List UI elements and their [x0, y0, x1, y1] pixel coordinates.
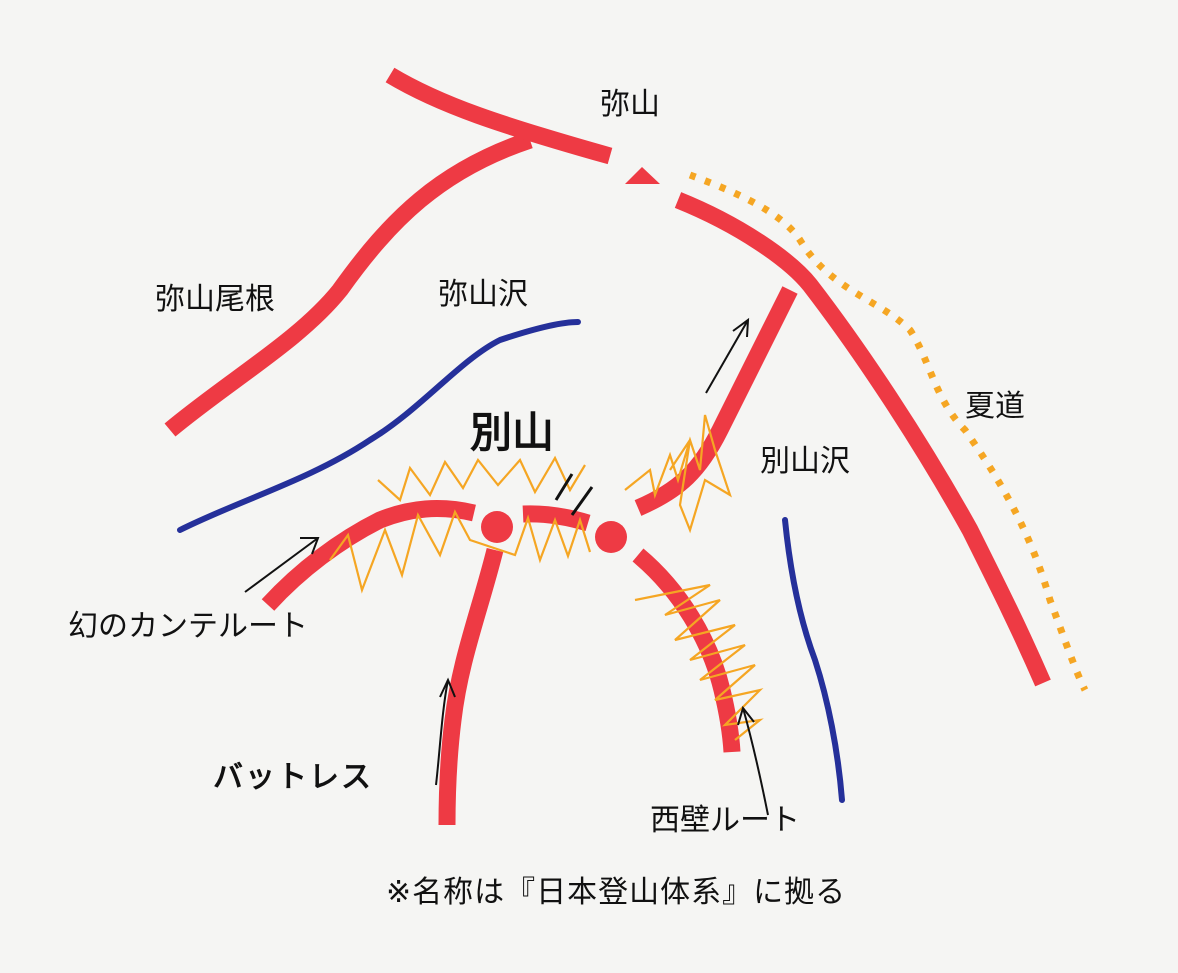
rock-hatching-ridge-top	[377, 455, 586, 502]
arrow-buttress	[435, 677, 456, 786]
misen-ridge-route	[164, 131, 533, 437]
label-misen: 弥山	[600, 87, 660, 122]
arrow-bessan-valley	[705, 317, 750, 394]
bessan-valley-stream	[782, 517, 845, 803]
bessan-valley-route	[634, 286, 798, 516]
main-ridge-route	[674, 192, 1051, 687]
source-note: ※名称は『日本登山体系』に拠る	[386, 875, 847, 910]
arrow-west-wall	[737, 705, 769, 816]
label-phantom-route: 幻のカンテルート	[68, 609, 308, 644]
misen-summit-marker	[625, 167, 660, 184]
bessan-peak-dot-1	[481, 511, 513, 543]
label-bessan-valley: 別山沢	[760, 444, 850, 479]
label-west-wall-route: 西壁ルート	[650, 803, 800, 838]
kante-route	[261, 500, 476, 611]
bessan-peak-dot-2	[595, 521, 627, 553]
west-wall-route-line	[632, 548, 741, 753]
rock-hatching-west-wall	[634, 583, 764, 741]
arrow-kante	[244, 537, 320, 593]
label-misen-ridge: 弥山尾根	[155, 282, 275, 317]
label-misen-valley: 弥山沢	[438, 277, 528, 312]
summer-trail	[688, 171, 1089, 692]
notch-mark	[554, 473, 594, 516]
misen-valley-stream	[177, 319, 581, 533]
rock-hatching-bessan-valley	[624, 414, 732, 534]
label-bessan: 別山	[470, 408, 555, 457]
label-natsumichi: 夏道	[965, 389, 1025, 424]
misen-ridge-upper	[385, 67, 613, 165]
bessan-ridge-mid	[522, 505, 591, 532]
label-buttress: バットレス	[213, 760, 373, 795]
buttress-route	[438, 547, 504, 826]
rock-hatching-ridge-bottom	[329, 509, 592, 594]
